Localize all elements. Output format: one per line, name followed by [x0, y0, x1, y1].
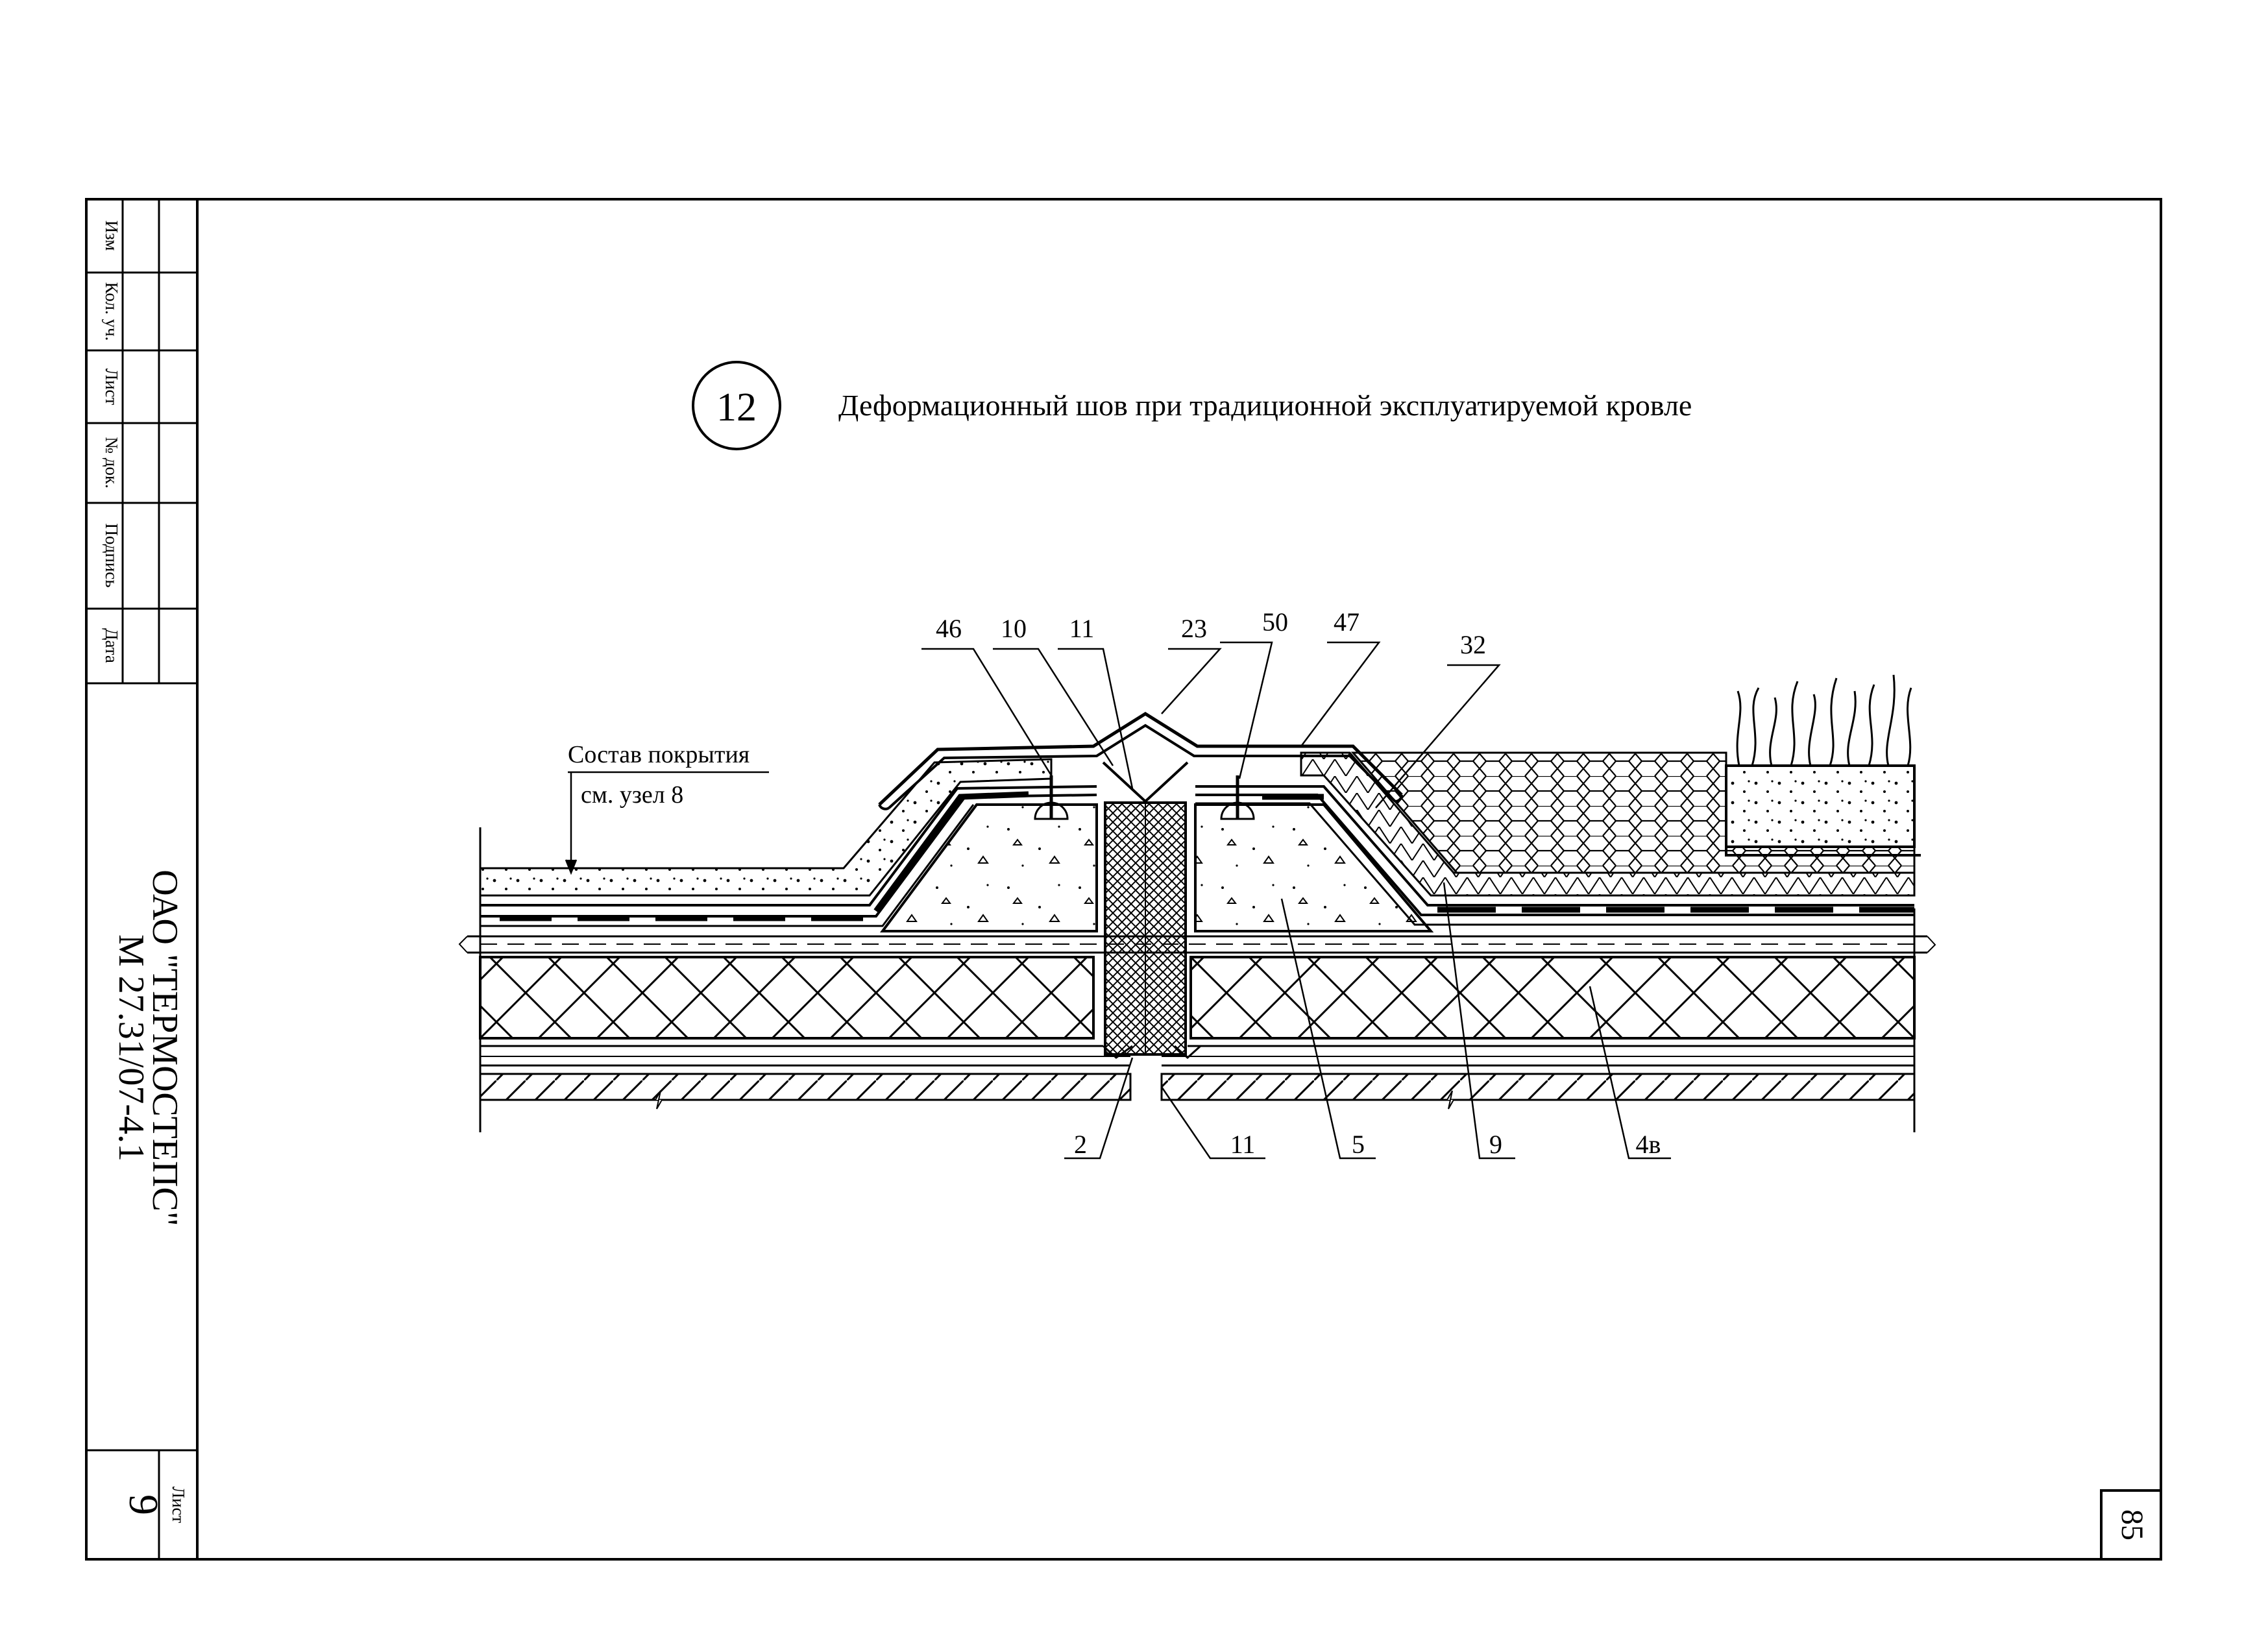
page-number-box: [2100, 1489, 2162, 1561]
callout-10: 10: [1001, 614, 1027, 643]
stamp-strip: [86, 199, 197, 1559]
detail-number-circle: [692, 361, 781, 450]
soil-container: [1725, 766, 1921, 857]
joint-cap: [878, 712, 1403, 810]
callout-50: 50: [1262, 607, 1288, 637]
left-membranes: [480, 785, 1097, 927]
stamp-document-code: М 27.31/07-4.1: [111, 934, 151, 1162]
callout-23: 23: [1181, 614, 1207, 643]
vapour-barrier: [480, 1045, 1914, 1060]
sheet-frame: [85, 198, 2162, 1561]
callout-46: 46: [936, 614, 962, 643]
callout-11-bottom: 11: [1230, 1130, 1256, 1159]
roof-note-line1: Состав покрытия: [568, 741, 750, 768]
right-concrete-haunch: [1194, 803, 1434, 932]
callout-47: 47: [1334, 607, 1360, 637]
callout-9: 9: [1489, 1130, 1502, 1159]
left-concrete-haunch: [880, 803, 1098, 932]
stamp-sheet-number: 9: [121, 1494, 167, 1515]
stamp-col-izm: Изм: [102, 221, 121, 251]
detail-number: 12: [716, 385, 757, 430]
stamp-col-doc-no: № док.: [102, 437, 121, 489]
stamp-col-signature: Подпись: [102, 523, 121, 587]
callout-leaders-top: [921, 641, 1501, 809]
insulation: [479, 956, 1916, 1040]
page-number: 85: [2115, 1509, 2149, 1540]
screed-layer: [458, 935, 1936, 954]
protective-mat: [1300, 751, 1916, 897]
stamp-col-date: Дата: [102, 628, 121, 663]
callout-2: 2: [1074, 1130, 1087, 1159]
roof-note-leader: [565, 771, 769, 875]
stamp-col-list: Лист: [102, 369, 121, 406]
roof-note-line2: см. узел 8: [581, 781, 683, 809]
callout-32: 32: [1460, 630, 1486, 659]
grass: [1736, 674, 1912, 766]
stamp-sheet-label: Лист: [169, 1487, 188, 1524]
stamp-col-kol-uch: Кол. уч.: [102, 282, 121, 341]
callout-leaders-bottom: [1064, 882, 1671, 1160]
callout-4v: 4в: [1636, 1130, 1661, 1159]
callout-11-top: 11: [1069, 614, 1095, 643]
steel-deck: [479, 827, 1916, 1132]
right-membranes: [1195, 785, 1914, 926]
left-roof-pavers: [479, 758, 1053, 897]
callout-5: 5: [1352, 1130, 1365, 1159]
detail-title: Деформационный шов при традиционной эксп…: [838, 389, 1692, 422]
soil-layer: [1725, 764, 1916, 848]
stamp-organization: ОАО "ТЕРМОСТЕПС": [145, 870, 185, 1226]
construction-section: 46 10 11 23 50 47 32 Состав покрытия см.…: [458, 607, 1936, 1160]
